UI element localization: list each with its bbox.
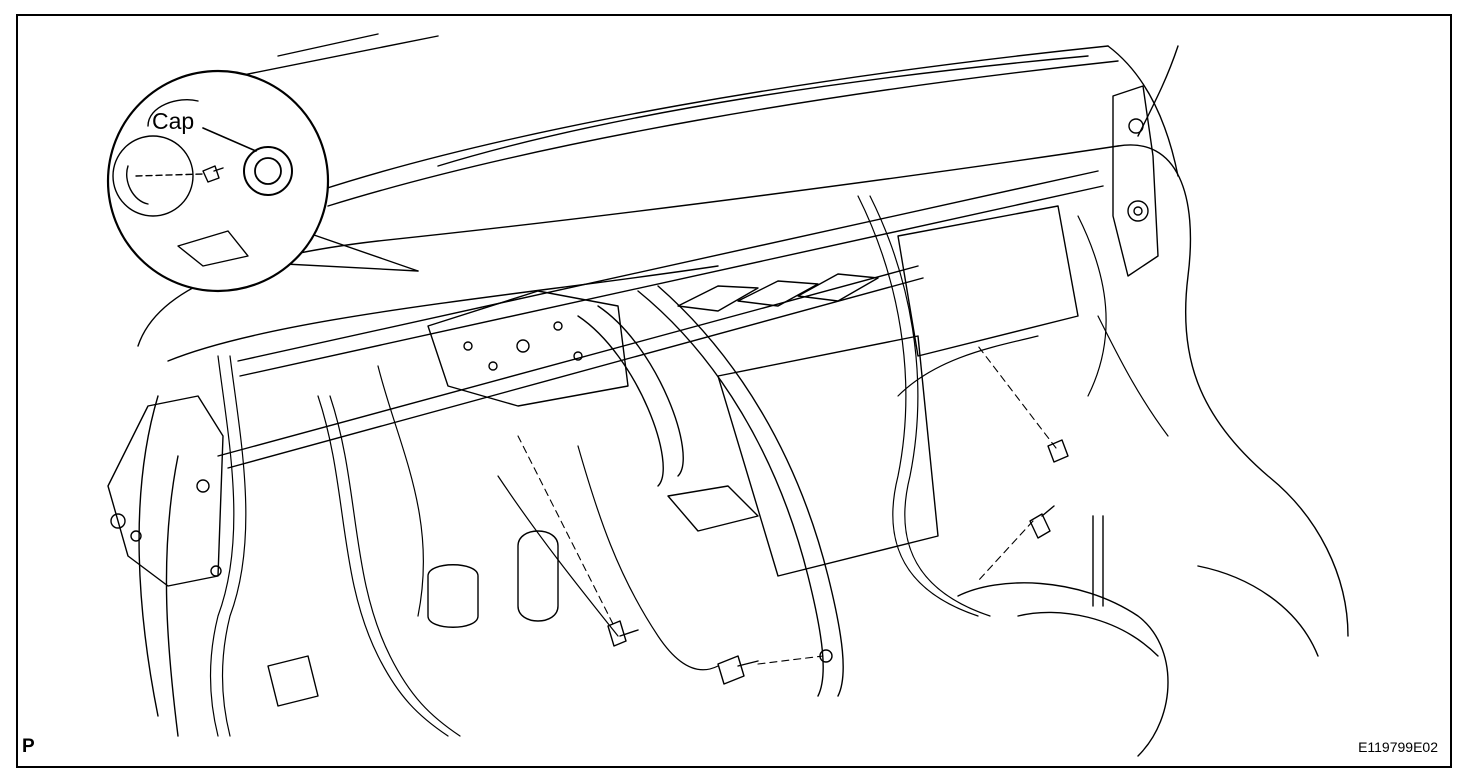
cap-label: Cap bbox=[152, 108, 195, 134]
figure-frame: Cap P E119799E02 bbox=[16, 14, 1452, 768]
center-brace bbox=[427, 290, 684, 487]
dashboard-reinforcement-illustration bbox=[106, 33, 1349, 757]
left-bracket bbox=[107, 395, 224, 587]
figure-code: E119799E02 bbox=[1358, 739, 1438, 755]
view-letter: P bbox=[22, 736, 35, 757]
right-bracket bbox=[1112, 85, 1159, 277]
lower-components bbox=[267, 515, 1319, 757]
reinforcement-bar bbox=[217, 170, 1104, 469]
bolt-group bbox=[607, 439, 1069, 685]
windshield-lines bbox=[237, 33, 1179, 207]
cap-detail-callout bbox=[106, 69, 419, 293]
ac-duct bbox=[677, 205, 1079, 577]
assembly-dashed-lines bbox=[517, 345, 1057, 665]
curved-brace bbox=[637, 285, 844, 697]
